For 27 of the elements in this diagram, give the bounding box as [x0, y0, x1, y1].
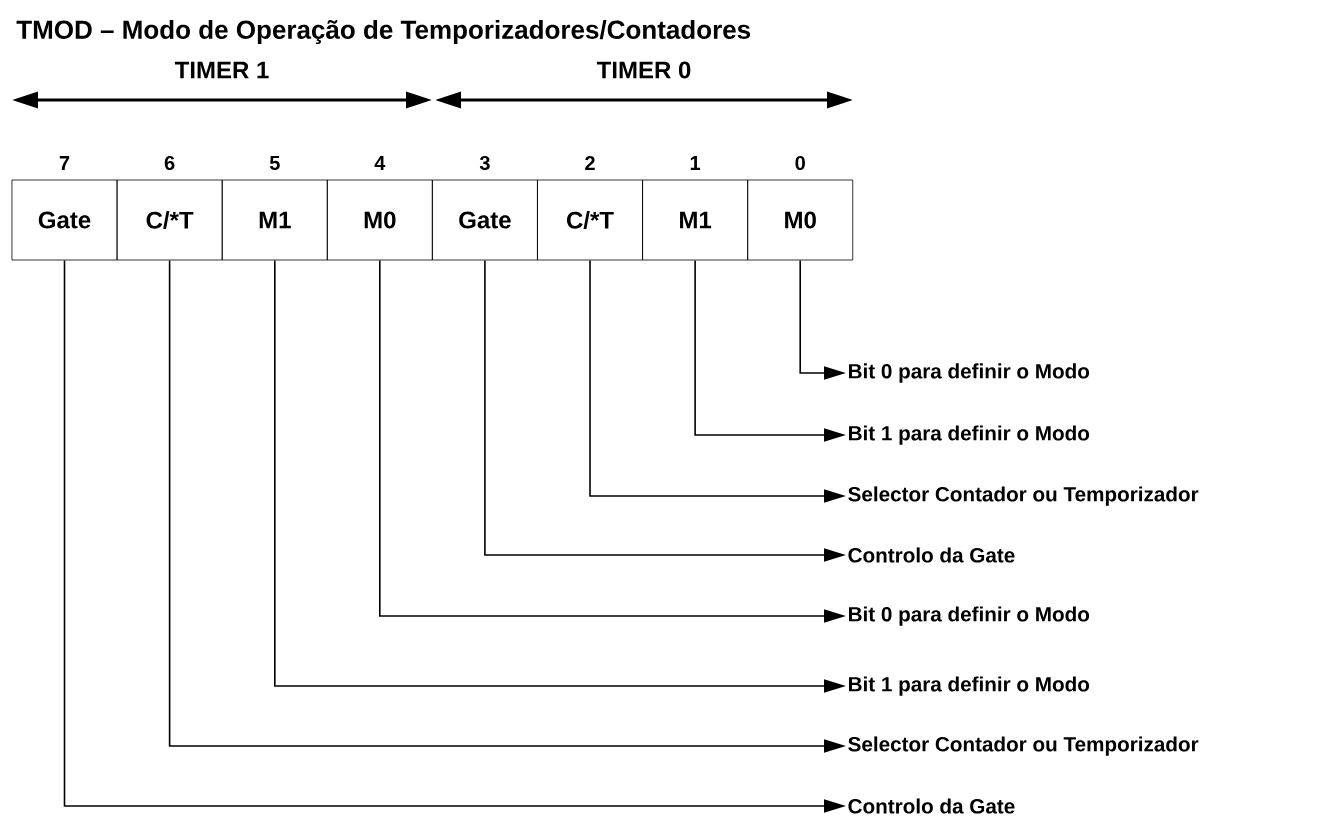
register-cell: Gate [11, 179, 118, 261]
description-text: Selector Contador ou Temporizador [848, 486, 1199, 506]
description-text: Bit 0 para definir o Modo [849, 363, 1090, 383]
title: TMOD – Modo de Operação de Temporizadores/Contadores [16, 19, 751, 45]
bit-number: 7 [59, 156, 70, 170]
bit-number: 0 [795, 155, 805, 171]
register-cell: M1 [221, 179, 328, 261]
register-cell: C/*T [537, 179, 643, 261]
bit-number: 5 [269, 156, 280, 170]
bit-number: 3 [479, 155, 490, 171]
register-cell: C/*T [116, 179, 223, 261]
register-cell: M0 [747, 179, 854, 261]
bit-number: 6 [164, 155, 175, 171]
description-text: Bit 1 para definir o Modo [849, 676, 1090, 696]
range-label: TIMER 0 [596, 61, 691, 79]
description-text: Controlo da Gate [848, 547, 1015, 563]
register-cell: M0 [326, 179, 433, 261]
description-text: Controlo da Gate [848, 798, 1015, 814]
range-label: TIMER 1 [174, 61, 269, 79]
description-text: Bit 1 para definir o Modo [849, 425, 1090, 445]
register-cell: M1 [642, 179, 749, 261]
register-cell: Gate [431, 179, 538, 261]
bit-number: 1 [690, 156, 701, 170]
bit-number: 4 [374, 156, 386, 170]
bit-number: 2 [585, 156, 595, 170]
description-text: Selector Contador ou Temporizador [848, 736, 1199, 756]
description-text: Bit 0 para definir o Modo [849, 606, 1090, 626]
